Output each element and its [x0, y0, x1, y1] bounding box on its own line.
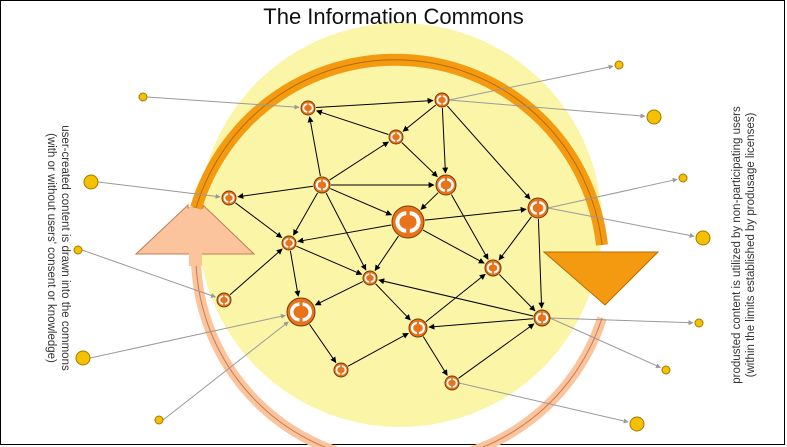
connection-arrow: [330, 188, 393, 216]
connection-arrow: [420, 192, 439, 210]
connection-arrow: [309, 324, 337, 364]
produser-node: [444, 375, 460, 391]
connection-arrow: [402, 104, 437, 132]
contributing-user-dot: [83, 174, 99, 190]
produser-node: [281, 235, 297, 251]
external-user-dot: [629, 416, 645, 432]
produser-node: [435, 174, 457, 196]
connection-arrow: [293, 192, 318, 236]
flow-arrow: [146, 96, 300, 110]
connection-arrow: [428, 318, 534, 330]
external-user-dot: [614, 60, 624, 70]
produser-node: [388, 129, 404, 145]
connection-arrow: [375, 283, 411, 321]
connection-arrow: [237, 185, 314, 199]
external-user-dot: [646, 109, 662, 125]
connection-arrow: [537, 218, 545, 309]
flow-arrow: [458, 382, 629, 424]
produser-node: [300, 100, 316, 116]
connection-arrow: [315, 97, 434, 109]
connection-arrow: [441, 107, 449, 174]
flow-arrow: [448, 64, 614, 101]
outflow-arrowhead: [542, 251, 660, 306]
produser-node: [408, 318, 428, 338]
connection-arrow: [458, 323, 535, 379]
connection-arrow: [307, 116, 321, 177]
connection-arrow: [498, 274, 536, 312]
left-caption: user-created content is drawn into the c…: [45, 125, 71, 371]
connection-arrow: [297, 224, 392, 244]
produser-node: [533, 309, 551, 327]
connection-arrow: [498, 216, 532, 261]
connection-arrow: [235, 202, 283, 239]
flow-arrow: [448, 99, 646, 119]
produser-node: [484, 259, 502, 277]
contributing-user-dot: [73, 245, 83, 255]
contributing-user-dot: [154, 415, 164, 425]
flow-arrow: [547, 177, 678, 209]
connection-arrow: [422, 229, 485, 264]
flow-arrow: [89, 313, 286, 359]
connection-arrow: [314, 281, 364, 306]
produser-node: [333, 362, 349, 378]
contributing-user-dot: [75, 350, 91, 366]
produser-node: [362, 270, 378, 286]
connection-arrow: [422, 336, 448, 376]
connection-arrow: [229, 248, 283, 296]
produser-node: [434, 92, 450, 108]
external-user-dot: [694, 318, 704, 328]
connection-arrow: [329, 141, 389, 181]
connection-arrow: [446, 105, 531, 200]
connection-arrow: [425, 273, 486, 323]
connection-arrow: [374, 235, 399, 272]
produser-node: [313, 176, 331, 194]
flow-arrow: [549, 317, 661, 369]
flow-arrow: [549, 317, 694, 326]
produser-node: [216, 292, 232, 308]
right-caption: produsted content is utilized by non-par…: [731, 106, 757, 384]
connection-arrow: [450, 194, 489, 260]
produser-node: [221, 190, 237, 206]
external-user-dot: [695, 230, 711, 246]
flow-arrow: [162, 321, 289, 421]
contributing-user-dot: [138, 92, 148, 102]
connection-arrow: [347, 332, 409, 367]
connection-arrow: [401, 142, 438, 178]
flow-arrow: [547, 207, 695, 238]
connection-arrow: [424, 206, 527, 221]
external-user-dot: [661, 365, 671, 375]
flow-arrow: [81, 249, 216, 298]
connection-arrow: [315, 109, 389, 135]
produser-node: [391, 205, 425, 239]
connection-arrow: [289, 250, 301, 297]
connection-arrow: [296, 245, 363, 276]
produser-node: [286, 297, 316, 327]
flow-arrow: [97, 181, 221, 199]
external-user-dot: [678, 173, 688, 183]
produser-node: [527, 197, 549, 219]
connection-arrow: [325, 192, 367, 271]
